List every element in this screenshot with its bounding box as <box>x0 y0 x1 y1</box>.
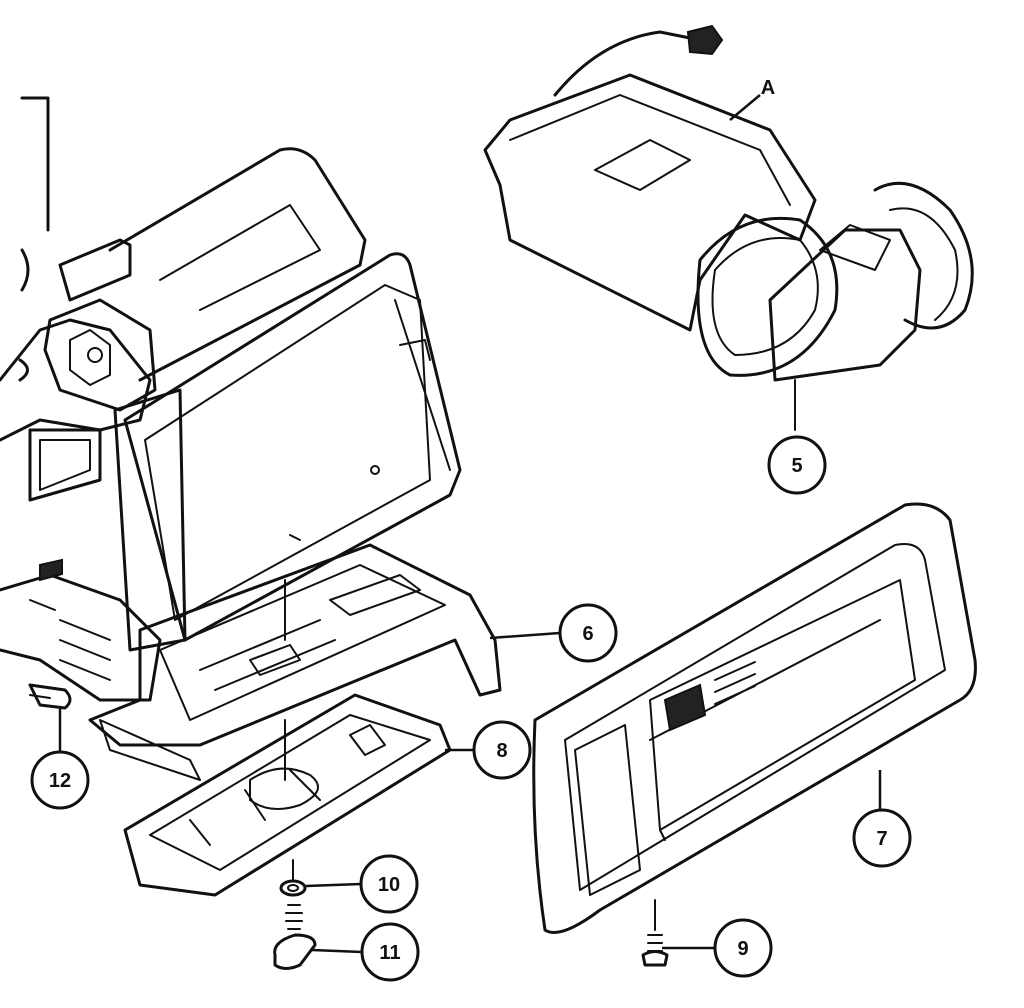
callout-12: 12 <box>30 708 90 810</box>
svg-text:6: 6 <box>582 623 593 645</box>
camera-body-fragment <box>0 96 162 702</box>
handle-bracket-assembly <box>43 147 367 652</box>
side-panel <box>532 502 977 934</box>
callout-5: 5 <box>767 435 827 495</box>
svg-text:12: 12 <box>49 770 71 792</box>
svg-text:5: 5 <box>791 455 802 477</box>
callout-7: 7 <box>852 770 912 868</box>
svg-text:7: 7 <box>876 828 887 850</box>
reference-letter-a: A <box>729 77 775 121</box>
washer-part-10 <box>279 859 307 897</box>
callout-11: 11 <box>311 922 420 982</box>
main-frame-panel <box>123 252 462 642</box>
svg-text:9: 9 <box>737 938 748 960</box>
svg-text:8: 8 <box>496 740 507 762</box>
clip-part-12 <box>28 683 72 710</box>
viewfinder <box>483 24 974 431</box>
svg-text:11: 11 <box>379 942 400 964</box>
callout-6: 6 <box>489 603 618 663</box>
base-tray <box>88 543 502 781</box>
callout-8: 8 <box>445 720 532 780</box>
svg-text:A: A <box>761 77 775 99</box>
screw-part-9 <box>641 899 669 967</box>
svg-text:10: 10 <box>378 874 400 896</box>
callout-10: 10 <box>305 854 419 914</box>
callout-9: 9 <box>662 918 773 978</box>
screw-part-11 <box>273 904 317 970</box>
